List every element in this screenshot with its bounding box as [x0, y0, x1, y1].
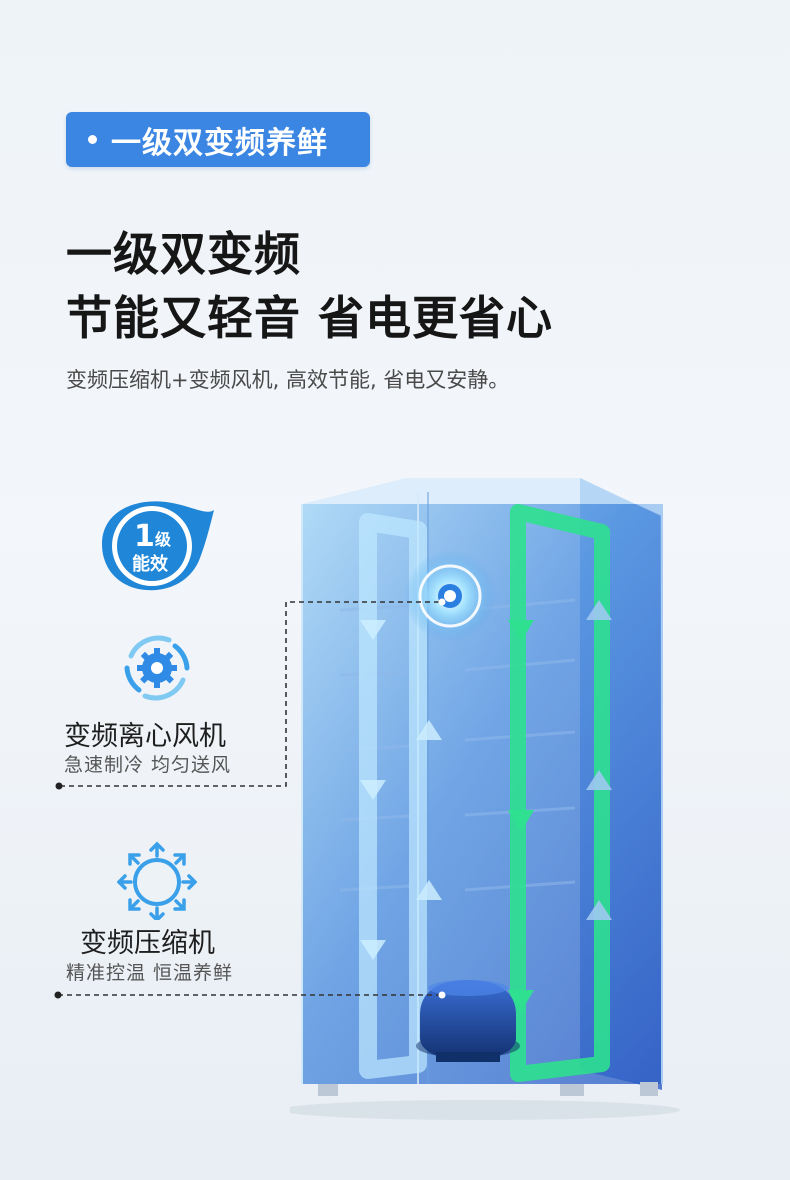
energy-level-unit: 级 — [155, 530, 172, 549]
bullet-dot — [88, 135, 97, 144]
headline-line1: 一级双变频 — [66, 227, 301, 281]
feature-compressor-title: 变频压缩机 — [80, 928, 215, 959]
refrigerator-airflow-illustration — [290, 478, 680, 1120]
headline-line2: 节能又轻音 省电更省心 — [66, 291, 554, 345]
compressor-body — [420, 980, 516, 1060]
subheadline: 变频压缩机+变频风机, 高效节能, 省电又安静。 — [66, 368, 510, 392]
feature-fan-subtitle: 急速制冷 均匀送风 — [64, 754, 232, 776]
feature-fan-title: 变频离心风机 — [64, 721, 226, 752]
feature-tag: 一级双变频养鲜 — [66, 112, 370, 167]
centrifugal-fan-icon — [124, 635, 190, 701]
feature-compressor-subtitle: 精准控温 恒温养鲜 — [66, 962, 234, 984]
energy-level-number: 1 — [134, 519, 155, 554]
cold-airflow-loop — [359, 513, 427, 1079]
compressor-icon — [117, 841, 197, 920]
fresh-airflow-loop — [510, 504, 610, 1082]
energy-level-badge-icon: 1 级 能效 — [102, 501, 214, 591]
feature-tag-label: 一级双变频养鲜 — [111, 125, 328, 161]
energy-level-label: 能效 — [132, 553, 169, 575]
